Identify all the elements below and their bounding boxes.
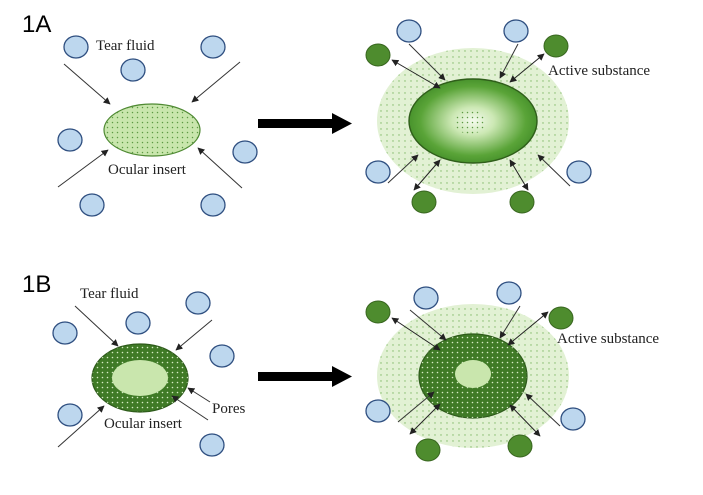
tear-droplet	[396, 19, 422, 43]
panel-label-1a: 1A	[22, 11, 51, 38]
tear-droplet	[365, 160, 391, 184]
active-substance-particles-1b	[365, 300, 574, 462]
tear-droplet	[566, 160, 592, 184]
drug-particle	[365, 300, 391, 324]
insert-texture	[103, 103, 201, 157]
tear-droplet	[63, 35, 89, 59]
tear-droplet	[560, 407, 586, 431]
drug-particle	[365, 43, 391, 67]
panel-1b: 1B Tear fluid Pores Ocular insert	[22, 271, 659, 462]
tear-fluid-droplets-1a-right	[365, 19, 592, 184]
release-arrow	[509, 159, 529, 191]
tear-fluid-droplets-1a	[57, 35, 258, 217]
inflow-arrow	[175, 319, 213, 351]
release-arrow	[507, 311, 549, 346]
drug-particle	[415, 438, 441, 462]
inflow-arrow	[171, 395, 209, 421]
process-arrow-shaft	[258, 372, 334, 381]
release-arrow	[509, 404, 541, 437]
pores-label-1b: Pores	[212, 401, 245, 417]
release-arrow	[409, 403, 441, 435]
tear-droplet	[503, 19, 529, 43]
active-substance-label-1a: Active substance	[548, 63, 650, 79]
inflow-arrow	[387, 154, 419, 184]
inflow-arrow	[537, 154, 571, 187]
process-arrow-1a	[258, 113, 352, 134]
swollen-insert-1b	[377, 304, 569, 448]
release-arrow	[413, 159, 441, 191]
tear-droplet	[200, 35, 226, 59]
tear-droplet	[57, 403, 83, 427]
drug-particle	[543, 34, 569, 58]
tear-droplet	[57, 128, 83, 152]
tear-droplet	[79, 193, 105, 217]
process-arrow-head	[332, 366, 352, 387]
inflow-arrow	[57, 149, 109, 188]
tear-droplet	[185, 291, 211, 315]
exchange-arrows-1a	[387, 43, 571, 191]
ocular-insert-1a	[103, 103, 201, 157]
ocular-insert-1b	[91, 343, 189, 413]
pores-pointer	[187, 387, 211, 403]
tear-droplet	[209, 344, 235, 368]
active-substance-particles-1a	[365, 34, 569, 214]
drug-particle	[548, 306, 574, 330]
inflow-arrow	[197, 147, 243, 189]
tear-droplet	[120, 58, 146, 82]
tear-fluid-label-1b: Tear fluid	[80, 286, 139, 302]
tear-droplet	[365, 399, 391, 423]
drug-particle	[507, 434, 533, 458]
tear-fluid-droplets-1b	[52, 291, 235, 457]
insert-inner-core	[112, 360, 168, 396]
tear-droplet	[232, 140, 258, 164]
swollen-inner-core	[455, 360, 491, 388]
tear-droplet	[200, 193, 226, 217]
inflow-arrow	[191, 61, 241, 103]
tear-droplet	[125, 311, 151, 335]
release-arrow	[509, 53, 545, 83]
release-arrow	[391, 59, 441, 89]
swollen-insert-1a	[377, 48, 569, 194]
inflow-arrow	[74, 305, 119, 347]
drug-particle	[411, 190, 437, 214]
process-arrow-shaft	[258, 119, 334, 128]
drug-particle	[509, 190, 535, 214]
tear-droplet	[496, 281, 522, 305]
tear-fluid-label-1a: Tear fluid	[96, 38, 155, 54]
tear-fluid-arrows-1a	[57, 61, 243, 189]
tear-fluid-arrows-1b	[57, 305, 213, 448]
process-arrow-head	[332, 113, 352, 134]
release-arrow	[391, 317, 441, 351]
tear-droplet	[199, 433, 225, 457]
ocular-insert-label-1b: Ocular insert	[104, 416, 183, 432]
inflow-arrow	[525, 393, 561, 427]
panel-label-1b: 1B	[22, 271, 51, 298]
tear-fluid-droplets-1b-right	[365, 281, 586, 431]
ocular-insert-label-1a: Ocular insert	[108, 162, 187, 178]
tear-droplet	[413, 286, 439, 310]
inflow-arrow	[57, 405, 105, 448]
core-texture	[454, 110, 486, 134]
tear-droplet	[52, 321, 78, 345]
panel-1a: 1A Tear fluid Ocular insert	[22, 11, 650, 217]
inflow-arrow	[63, 63, 111, 105]
inflow-arrow	[499, 43, 519, 79]
process-arrow-1b	[258, 366, 352, 387]
active-substance-label-1b: Active substance	[557, 331, 659, 347]
exchange-arrows-1b	[391, 305, 561, 437]
